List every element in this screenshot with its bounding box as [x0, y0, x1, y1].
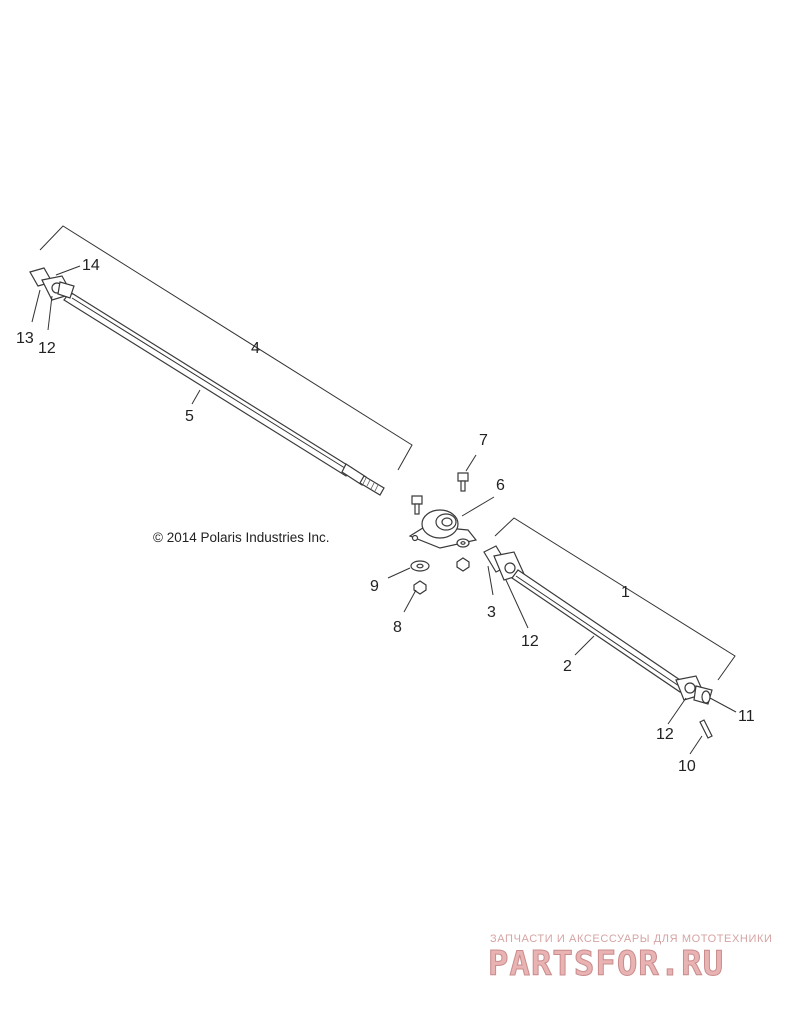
leader-lines	[31, 265, 737, 755]
assembly-4-bracket	[39, 225, 413, 471]
callout-7: 7	[479, 432, 488, 449]
washer-right	[456, 538, 470, 548]
watermark-tagline: ЗАПЧАСТИ И АКСЕССУАРЫ ДЛЯ МОТОТЕХНИКИ	[490, 933, 772, 945]
copyright-notice: © 2014 Polaris Industries Inc.	[153, 530, 330, 545]
callout-2: 2	[563, 658, 572, 675]
callout-9: 9	[370, 578, 379, 595]
callout-14: 14	[82, 257, 100, 274]
bearing-bolt-right	[457, 472, 469, 492]
callout-3: 3	[487, 604, 496, 621]
front-u-joint	[29, 267, 75, 301]
nut-right	[456, 557, 470, 572]
watermark-logo: PARTSFOR.RU	[488, 944, 724, 984]
assembly-1-bracket	[494, 517, 736, 681]
callout-8: 8	[393, 619, 402, 636]
callout-13: 13	[16, 330, 34, 347]
rear-prop-shaft	[483, 545, 713, 705]
callout-10: 10	[678, 758, 696, 775]
callout-labels: 14 13 12 4 5 7 6 9 8 1 3 12 2 11 12 10	[16, 257, 755, 775]
front-prop-shaft	[29, 267, 385, 496]
callout-11: 11	[738, 708, 755, 725]
callout-12-mid: 12	[521, 633, 539, 650]
rear-u-joint	[675, 675, 713, 705]
watermark: ЗАПЧАСТИ И АКСЕССУАРЫ ДЛЯ МОТОТЕХНИКИ PA…	[488, 933, 772, 985]
bearing-bolt-left	[411, 495, 423, 515]
callout-5: 5	[185, 408, 194, 425]
callout-12-front: 12	[38, 340, 56, 357]
callout-4: 4	[251, 340, 260, 357]
washer-left	[410, 560, 430, 572]
callout-12-rear: 12	[656, 726, 674, 743]
roll-pin	[699, 719, 713, 739]
nut-left	[413, 580, 427, 595]
callout-1: 1	[621, 584, 630, 601]
callout-6: 6	[496, 477, 505, 494]
carrier-bearing	[408, 509, 478, 549]
